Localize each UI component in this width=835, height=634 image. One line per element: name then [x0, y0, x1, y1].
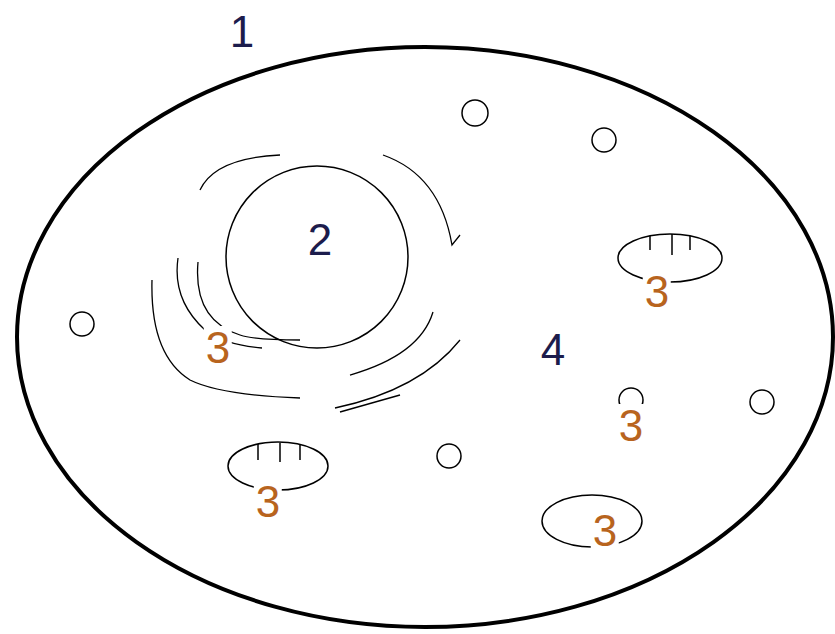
nucleus	[226, 166, 408, 348]
vesicles	[70, 100, 774, 468]
callout-number: 3	[591, 509, 619, 553]
cell-membrane	[17, 47, 833, 627]
callout-number: 3	[617, 404, 645, 448]
callout-number: 3	[643, 270, 671, 314]
callout-number: 2	[306, 218, 334, 262]
golgi-arcs	[152, 155, 460, 412]
callout-number: 3	[254, 480, 282, 524]
mitochondria	[228, 234, 722, 547]
callout-number: 4	[539, 328, 567, 372]
callout-number: 1	[228, 10, 256, 54]
callout-number: 3	[204, 326, 232, 370]
